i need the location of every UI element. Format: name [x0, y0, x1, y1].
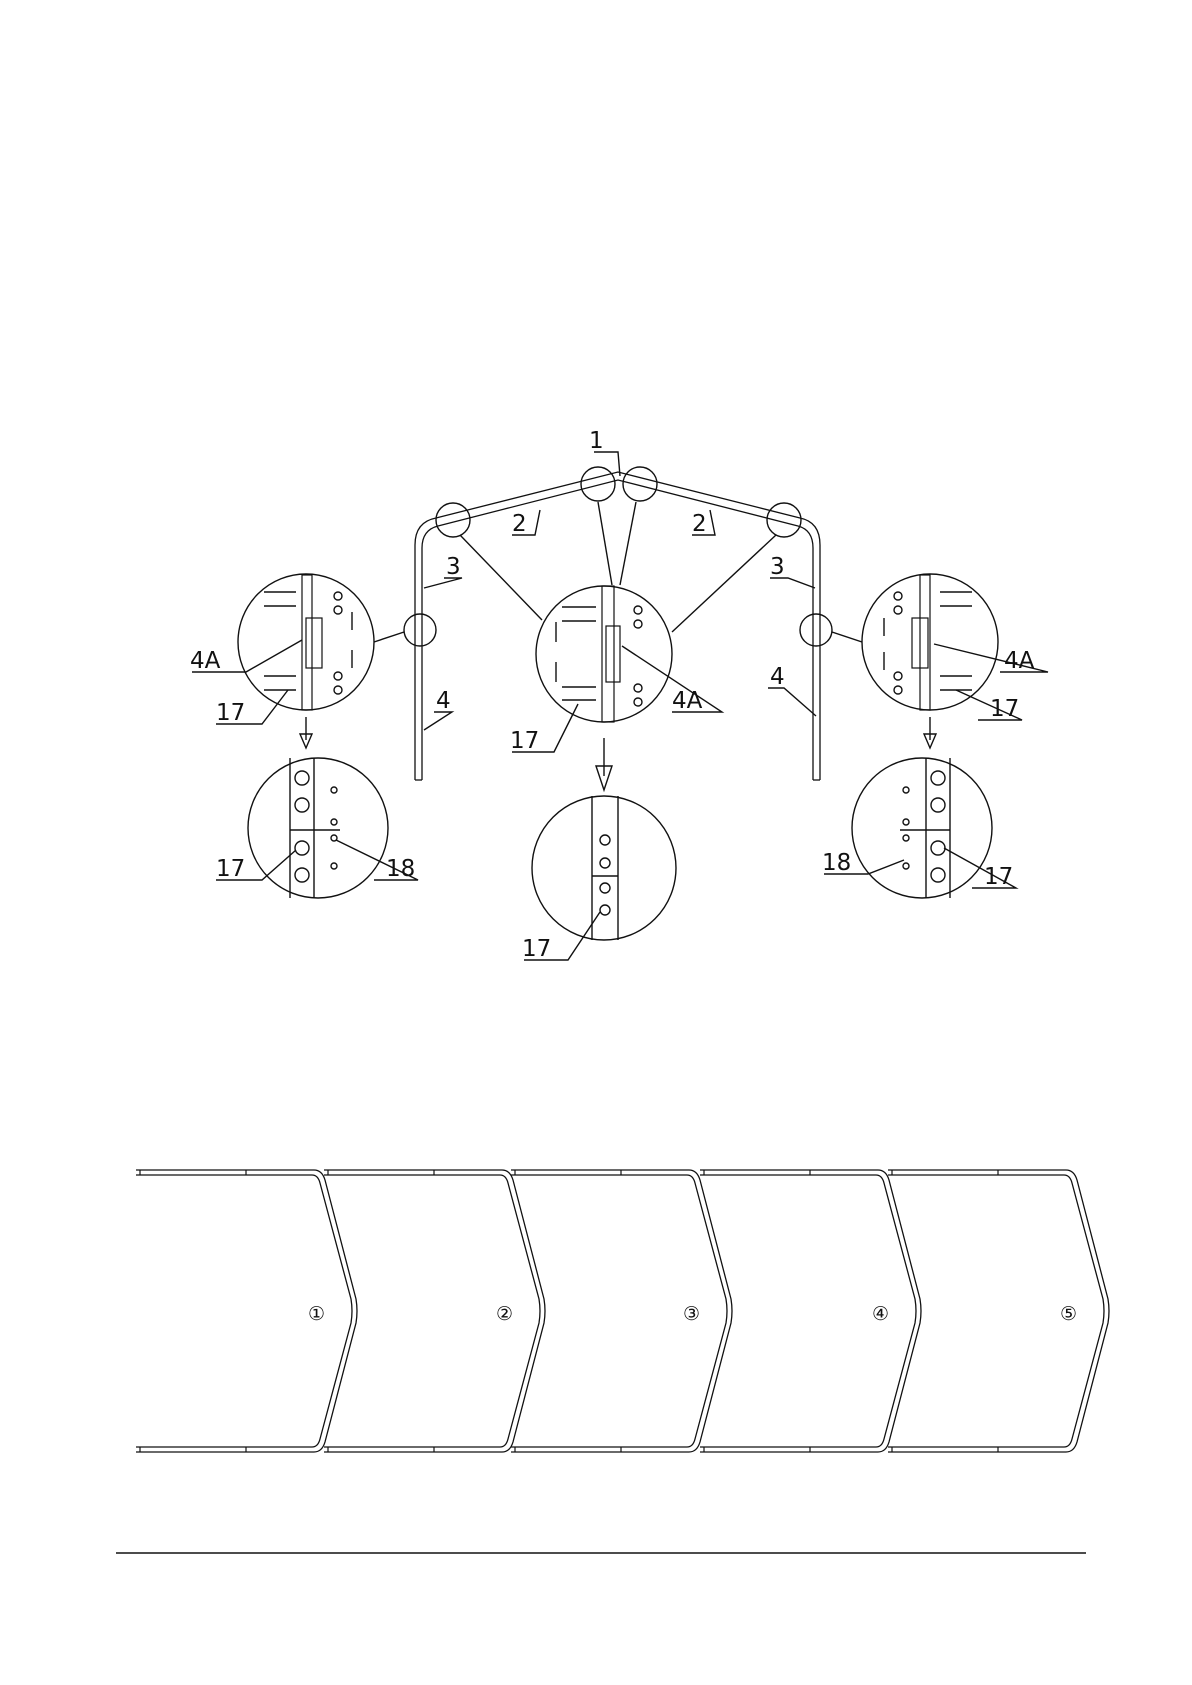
down-arrows: [300, 717, 936, 790]
frame-number-3: ③: [683, 1303, 700, 1325]
label-part-3-left: 3: [446, 554, 461, 580]
label-part-17-center-bottom: 17: [522, 936, 551, 962]
detail-center-bottom: [532, 796, 676, 940]
label-part-3-right: 3: [770, 554, 785, 580]
detail-right-bottom: [852, 758, 992, 898]
frame-number-5: ⑤: [1060, 1303, 1077, 1325]
label-part-1: 1: [589, 428, 604, 454]
frame-sequence: ① ② ③ ④ ⑤: [136, 1170, 1109, 1452]
frame-number-4: ④: [872, 1303, 889, 1325]
label-part-17-right-top: 17: [990, 696, 1019, 722]
detail-right-top: [862, 574, 998, 710]
label-part-4a-left: 4A: [190, 648, 221, 674]
label-part-18-right: 18: [822, 850, 851, 876]
label-part-4a-center: 4A: [672, 688, 703, 714]
label-part-4-right: 4: [770, 664, 785, 690]
frame-number-2: ②: [496, 1303, 513, 1325]
detail-left-top: [238, 574, 374, 710]
frame-3: ③: [511, 1170, 732, 1452]
detail-center-top: [536, 586, 672, 722]
detail-left-bottom: [248, 758, 388, 898]
label-part-4-left: 4: [436, 688, 451, 714]
frame-4: ④: [700, 1170, 921, 1452]
label-part-2-left: 2: [512, 511, 527, 537]
label-part-4a-right: 4A: [1004, 648, 1035, 674]
frame-number-1: ①: [308, 1303, 325, 1325]
label-part-17-center-top: 17: [510, 728, 539, 754]
label-part-2-right: 2: [692, 511, 707, 537]
label-part-17-left-bottom: 17: [216, 856, 245, 882]
label-part-17-left-top: 17: [216, 700, 245, 726]
label-part-17-right-bottom: 17: [984, 864, 1013, 890]
label-part-18-left: 18: [386, 856, 415, 882]
frame-1: ①: [136, 1170, 357, 1452]
